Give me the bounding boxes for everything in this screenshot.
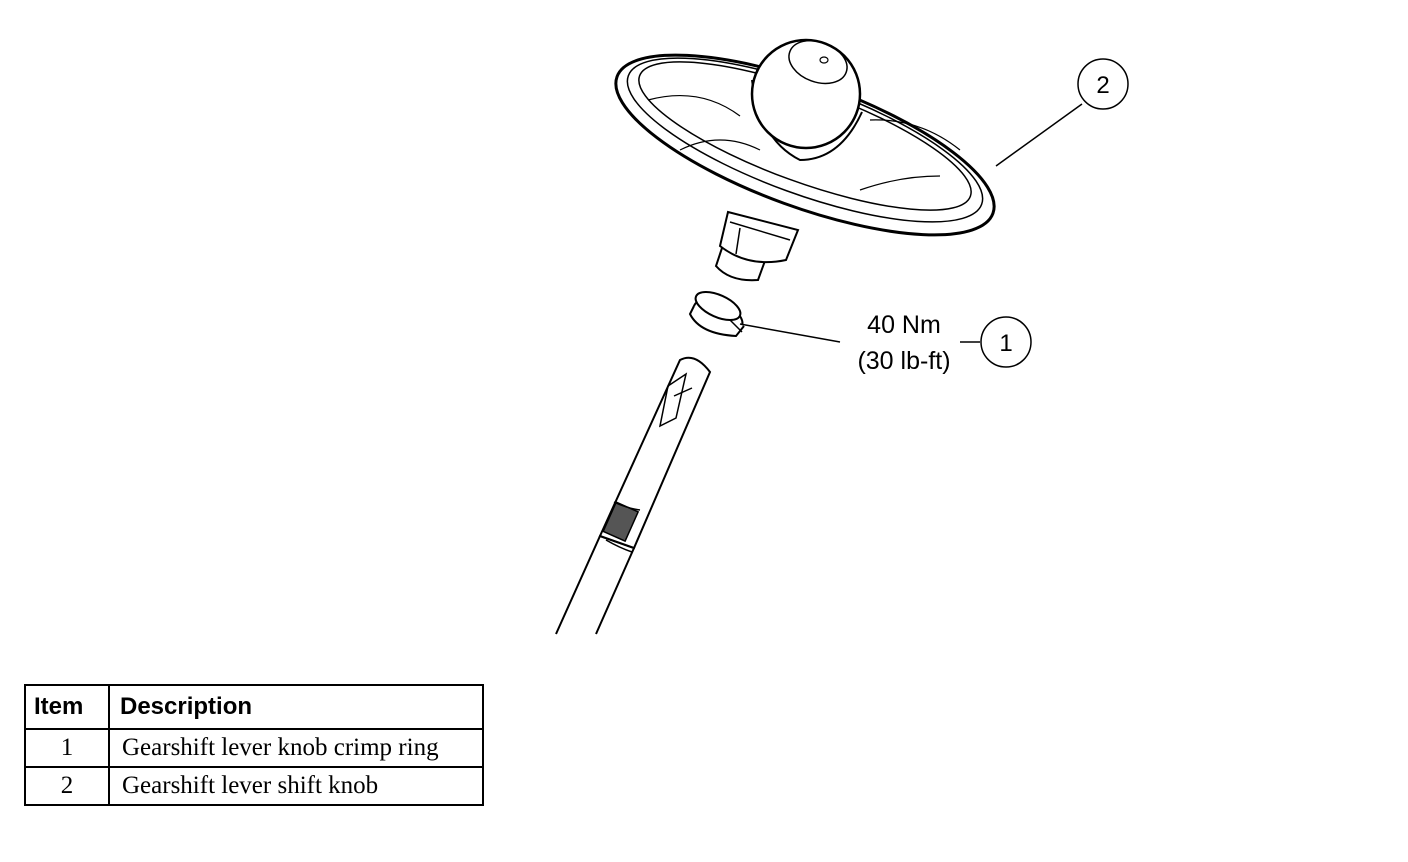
- torque-lbft-label: (30 lb-ft): [857, 347, 950, 375]
- table-row: 1 Gearshift lever knob crimp ring: [24, 728, 484, 768]
- crimp-ring: [688, 290, 745, 338]
- legend-item-description: Gearshift lever shift knob: [108, 766, 484, 806]
- torque-nm-label: 40 Nm: [867, 311, 941, 339]
- legend-item-description: Gearshift lever knob crimp ring: [108, 728, 484, 768]
- callout-2-leader: [995, 103, 1083, 167]
- legend-table: Item Description 1 Gearshift lever knob …: [24, 684, 484, 806]
- callout-2-number: 2: [1096, 72, 1109, 99]
- legend-item-number: 2: [24, 766, 110, 806]
- legend-header-row: Item Description: [24, 684, 484, 730]
- gearshift-lever-shaft: [555, 356, 712, 635]
- callout-2-circle: [1077, 58, 1129, 110]
- legend-item-number: 1: [24, 728, 110, 768]
- callout-1-number: 1: [999, 330, 1012, 357]
- callout-1-circle: [980, 316, 1032, 368]
- shift-knob-assembly: [614, 38, 996, 282]
- legend-header-description: Description: [108, 684, 484, 730]
- table-row: 2 Gearshift lever shift knob: [24, 766, 484, 806]
- callout-1-leader: [739, 323, 841, 343]
- legend-header-item: Item: [24, 684, 110, 730]
